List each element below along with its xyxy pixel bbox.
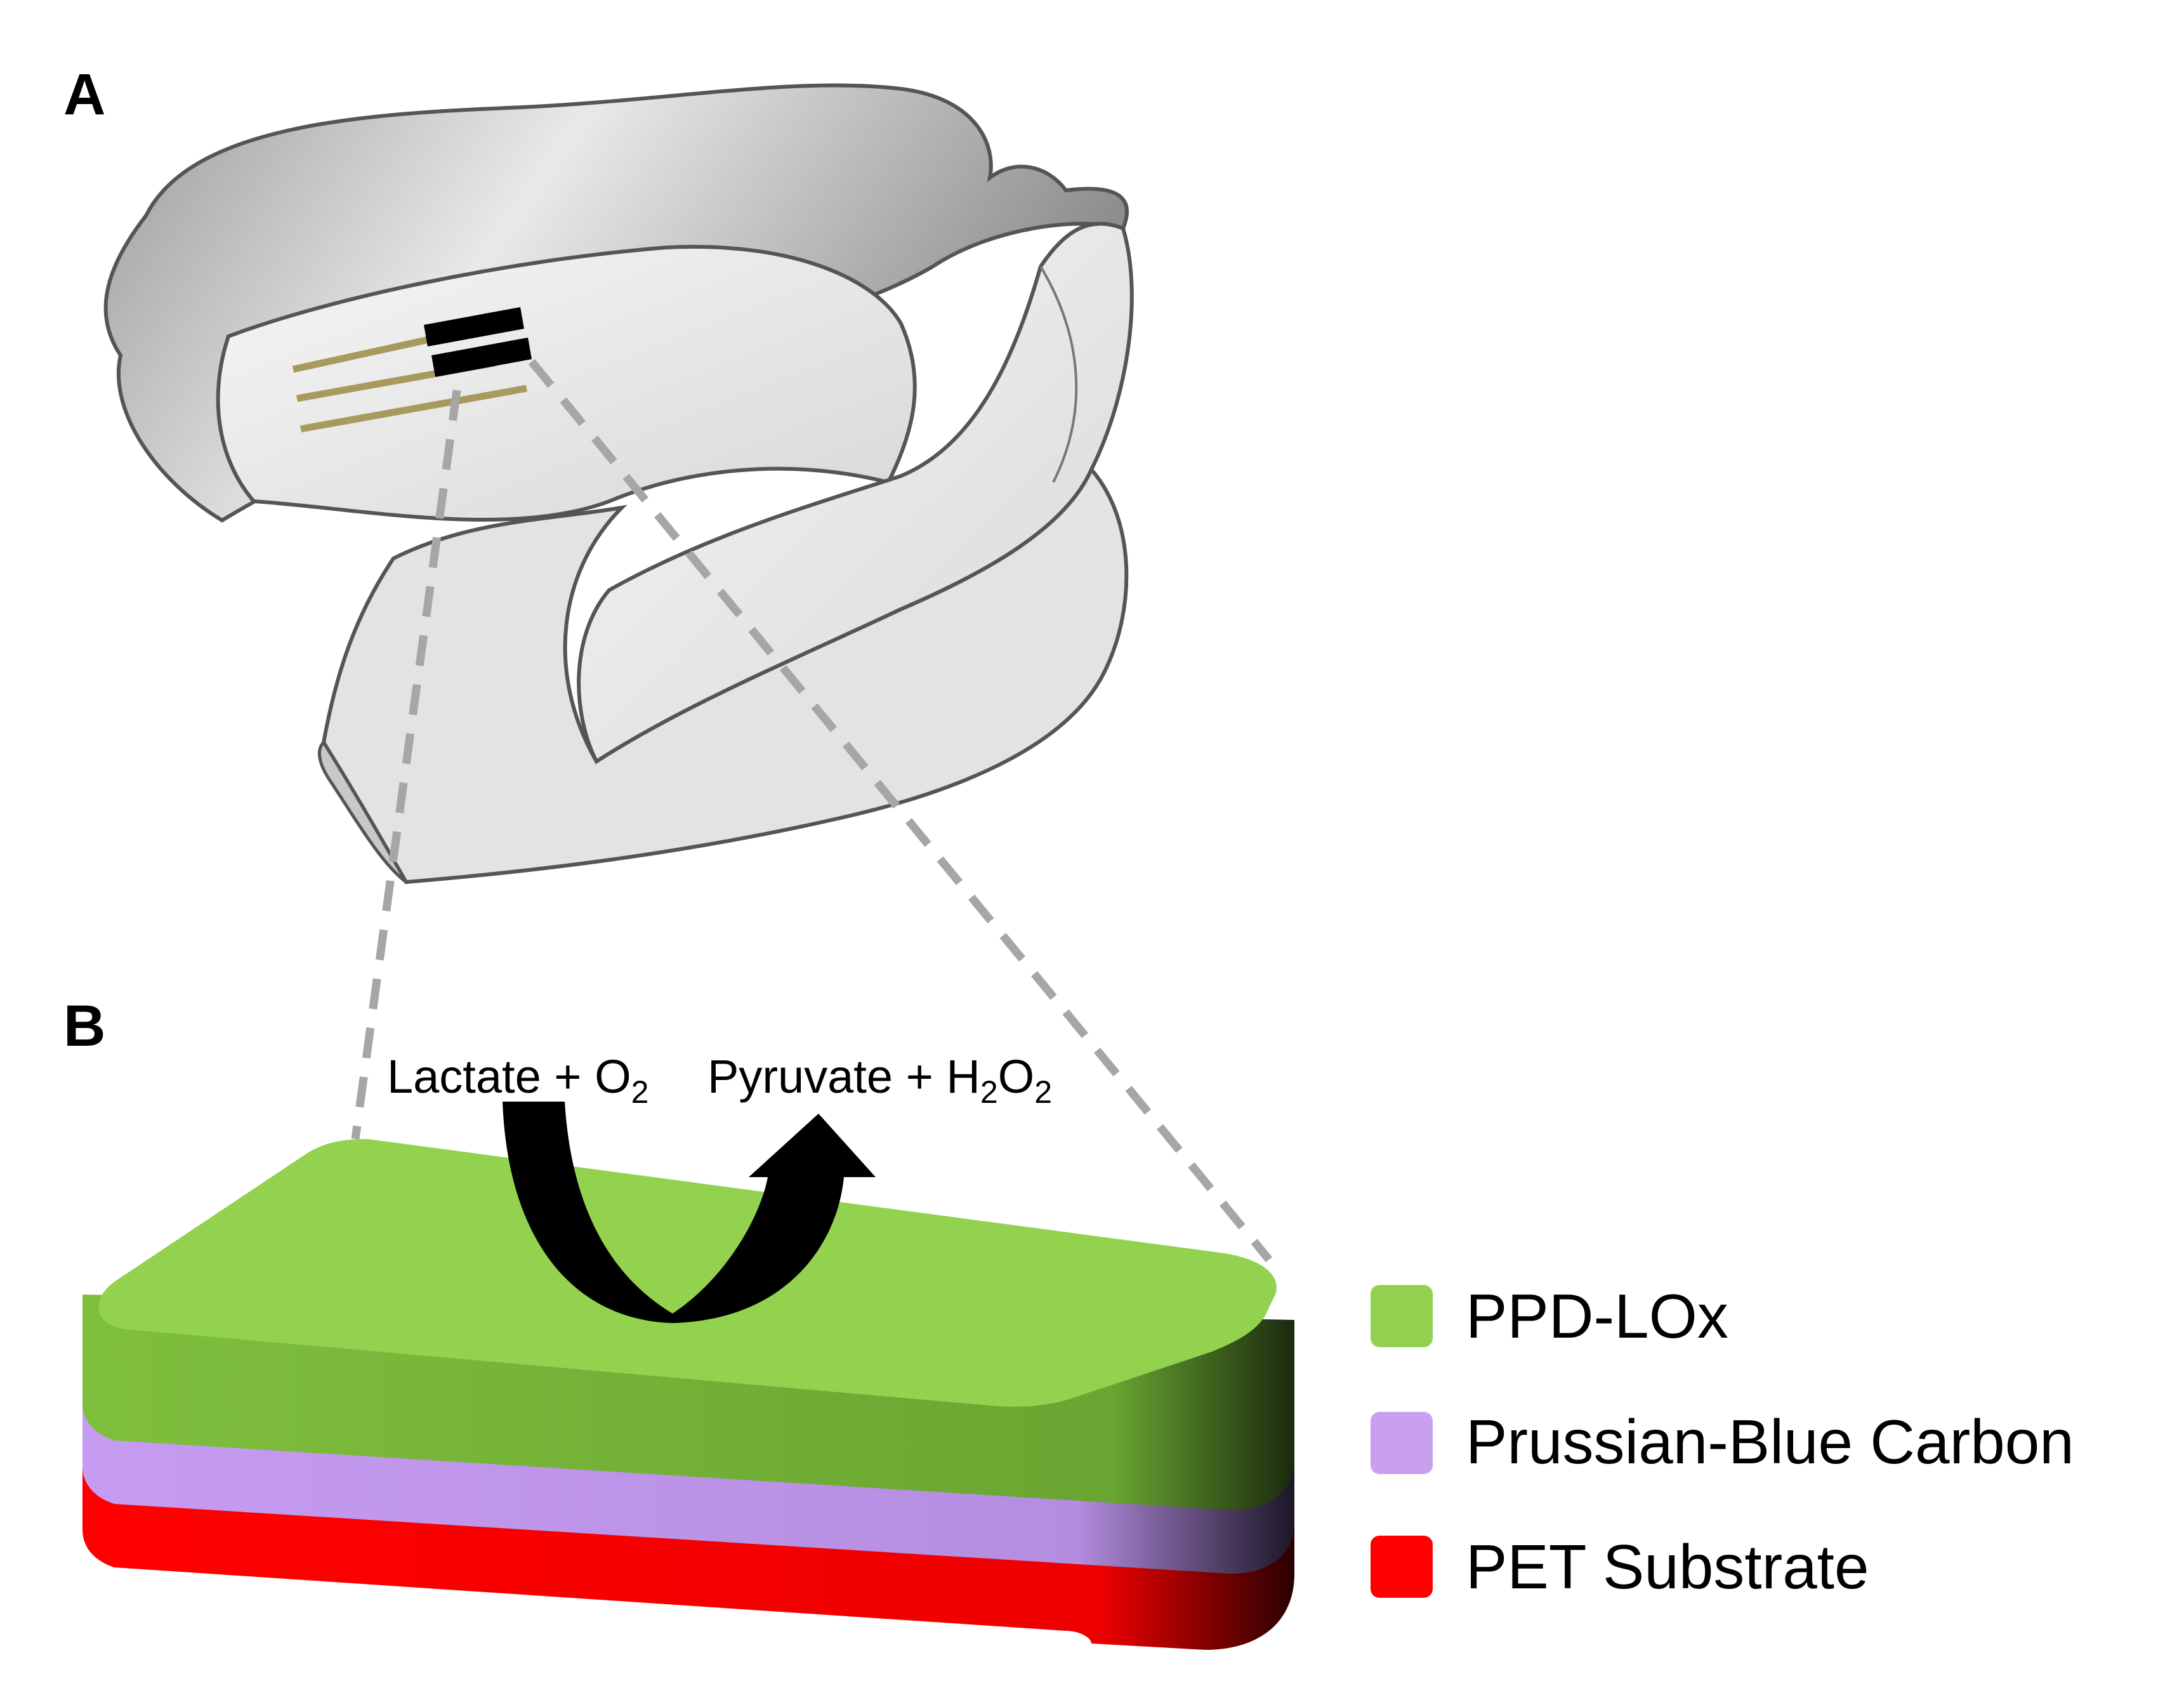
electrode-trace-1 bbox=[292, 334, 439, 373]
zoom-line-right bbox=[528, 359, 1273, 1263]
sensor-layer-stack bbox=[82, 1139, 1294, 1650]
reactant-o2-subscript: 2 bbox=[631, 1074, 649, 1110]
reaction-equation: Lactate + O2 Pyruvate + H2O2 bbox=[387, 1050, 1052, 1110]
legend-label-ppd-lox: PPD-LOx bbox=[1466, 1281, 1728, 1351]
product-o: O bbox=[998, 1050, 1035, 1103]
legend-label-prussian-blue-carbon: Prussian-Blue Carbon bbox=[1466, 1407, 2074, 1477]
zoom-line-left bbox=[351, 390, 461, 1140]
ppd-lox-top-surface bbox=[98, 1139, 1277, 1407]
electrode-pad-bottom bbox=[431, 338, 532, 377]
product-text: Pyruvate + H2O2 bbox=[707, 1050, 1052, 1110]
legend-label-pet-substrate: PET Substrate bbox=[1466, 1532, 1869, 1602]
mouthguard-front-loop bbox=[321, 466, 1129, 885]
reaction-arrow-icon bbox=[503, 1102, 876, 1323]
mouthguard-illustration bbox=[103, 83, 1134, 885]
legend-swatch-pet-substrate bbox=[1371, 1536, 1433, 1598]
mouthguard-inner-crease bbox=[1039, 265, 1078, 483]
mouthguard-bottom-flange bbox=[317, 740, 408, 883]
reactant-main: Lactate + O bbox=[387, 1050, 631, 1103]
zoom-guide-lines bbox=[351, 359, 1273, 1263]
legend-swatch-prussian-blue-carbon bbox=[1371, 1412, 1433, 1474]
reactant-text: Lactate + O2 bbox=[387, 1050, 648, 1110]
panel-b-label: B bbox=[63, 994, 105, 1058]
electrode-trace-3 bbox=[300, 385, 527, 433]
product-main: Pyruvate + H bbox=[707, 1050, 980, 1103]
reaction-arrow bbox=[503, 1102, 876, 1323]
product-o2-subscript: 2 bbox=[1034, 1074, 1052, 1110]
panel-a-label: A bbox=[63, 62, 105, 127]
legend: PPD-LOx Prussian-Blue Carbon PET Substra… bbox=[1371, 1281, 2074, 1602]
legend-swatch-ppd-lox bbox=[1371, 1285, 1433, 1347]
electrode-pad-top bbox=[424, 307, 524, 346]
product-h2-subscript: 2 bbox=[980, 1074, 998, 1110]
